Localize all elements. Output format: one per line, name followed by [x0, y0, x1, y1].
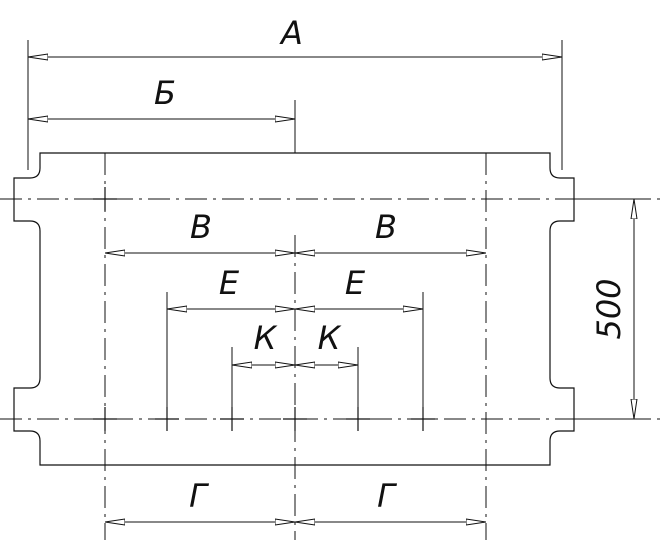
frame-outline: [13, 152, 575, 466]
label-a: А: [279, 14, 303, 52]
label-k-left: К: [254, 319, 278, 357]
label-e-right: Е: [345, 264, 366, 302]
label-height: 500: [590, 278, 628, 339]
label-v-right: В: [375, 208, 397, 246]
hole-mark-bottom-1: [93, 407, 117, 431]
hole-mark-bottom-2: [155, 407, 179, 431]
label-e-left: Е: [219, 264, 240, 302]
label-v-left: В: [190, 208, 212, 246]
hole-mark-bottom-3: [220, 407, 244, 431]
hole-mark-bottom-6: [411, 407, 435, 431]
label-k-right: К: [318, 319, 342, 357]
label-b: Б: [154, 74, 176, 112]
hole-mark-bottom-5: [346, 407, 370, 431]
label-g-right: Г: [377, 477, 397, 515]
hole-mark-top-left: [93, 187, 117, 211]
hole-mark-bottom-4: [283, 407, 307, 431]
label-g-left: Г: [189, 477, 209, 515]
